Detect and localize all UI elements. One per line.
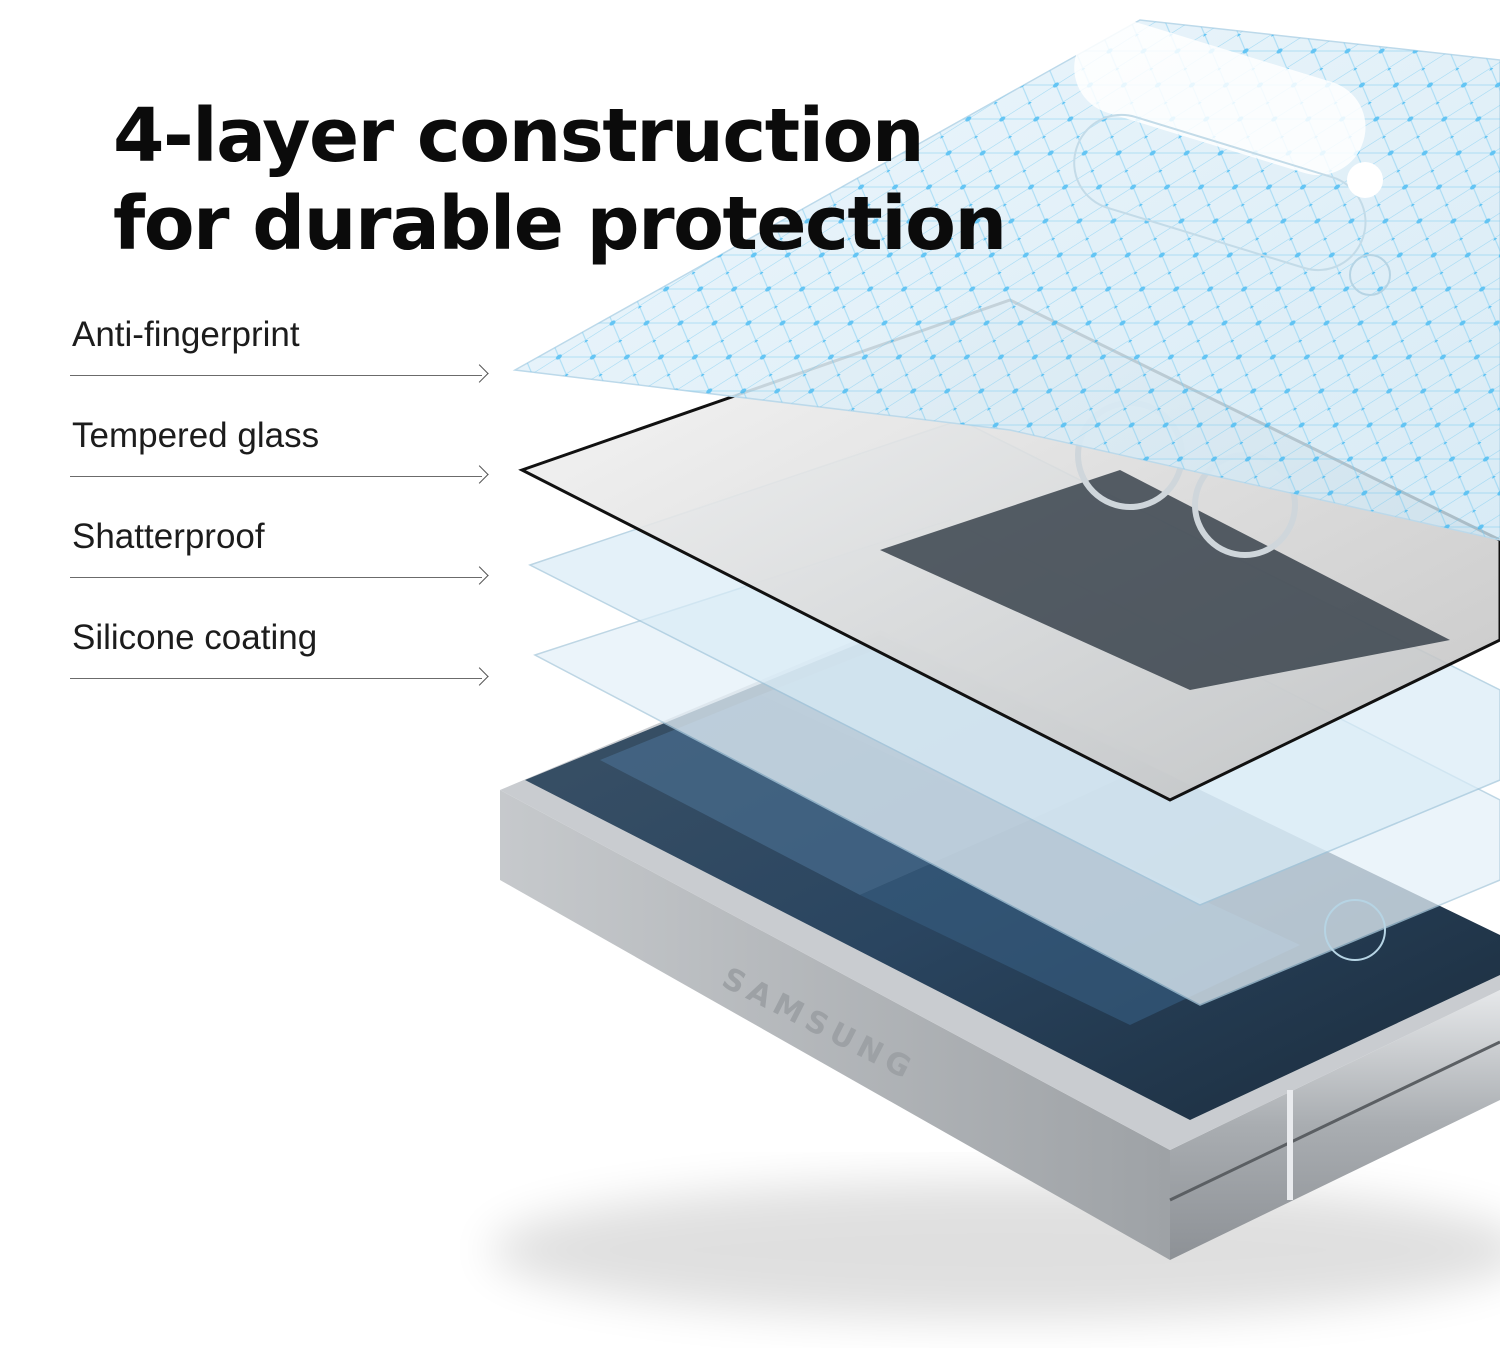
camera-cutout-outline (1073, 113, 1367, 272)
headline: 4-layer construction for durable protect… (113, 92, 1007, 268)
layer-label-text: Anti-fingerprint (72, 315, 300, 354)
pointer-line (70, 476, 482, 477)
camera-cutout-area (880, 470, 1450, 690)
pointer-line (70, 678, 482, 679)
headline-line-2: for durable protection (113, 181, 1007, 267)
flash-cutout-outline (1349, 254, 1391, 296)
pointer-line (70, 577, 482, 578)
headline-line-1: 4-layer construction (113, 93, 925, 179)
hinge-seam (1169, 1040, 1500, 1202)
sensor-cutout-outline (1324, 899, 1386, 961)
device-shadow (490, 1180, 1500, 1320)
camera-cutout-top (1074, 19, 1366, 176)
arrow-right-icon (470, 465, 489, 484)
phone-front-edge (500, 790, 1170, 1260)
pointer-line (70, 375, 482, 376)
arrow-right-icon (470, 566, 489, 585)
layer-label-silicone-coating: Silicone coating (70, 618, 489, 688)
layer-label-text: Tempered glass (72, 416, 320, 455)
layer-label-text: Shatterproof (72, 517, 265, 556)
layer-label-anti-fingerprint: Anti-fingerprint (70, 315, 489, 385)
layer-label-tempered-glass: Tempered glass (70, 416, 489, 486)
phone-right-edge (1170, 990, 1500, 1260)
layer-label-shatterproof: Shatterproof (70, 517, 489, 587)
layer-label-text: Silicone coating (72, 618, 318, 657)
arrow-right-icon (470, 667, 489, 686)
arrow-right-icon (470, 364, 489, 383)
flash-cutout (1347, 162, 1383, 198)
